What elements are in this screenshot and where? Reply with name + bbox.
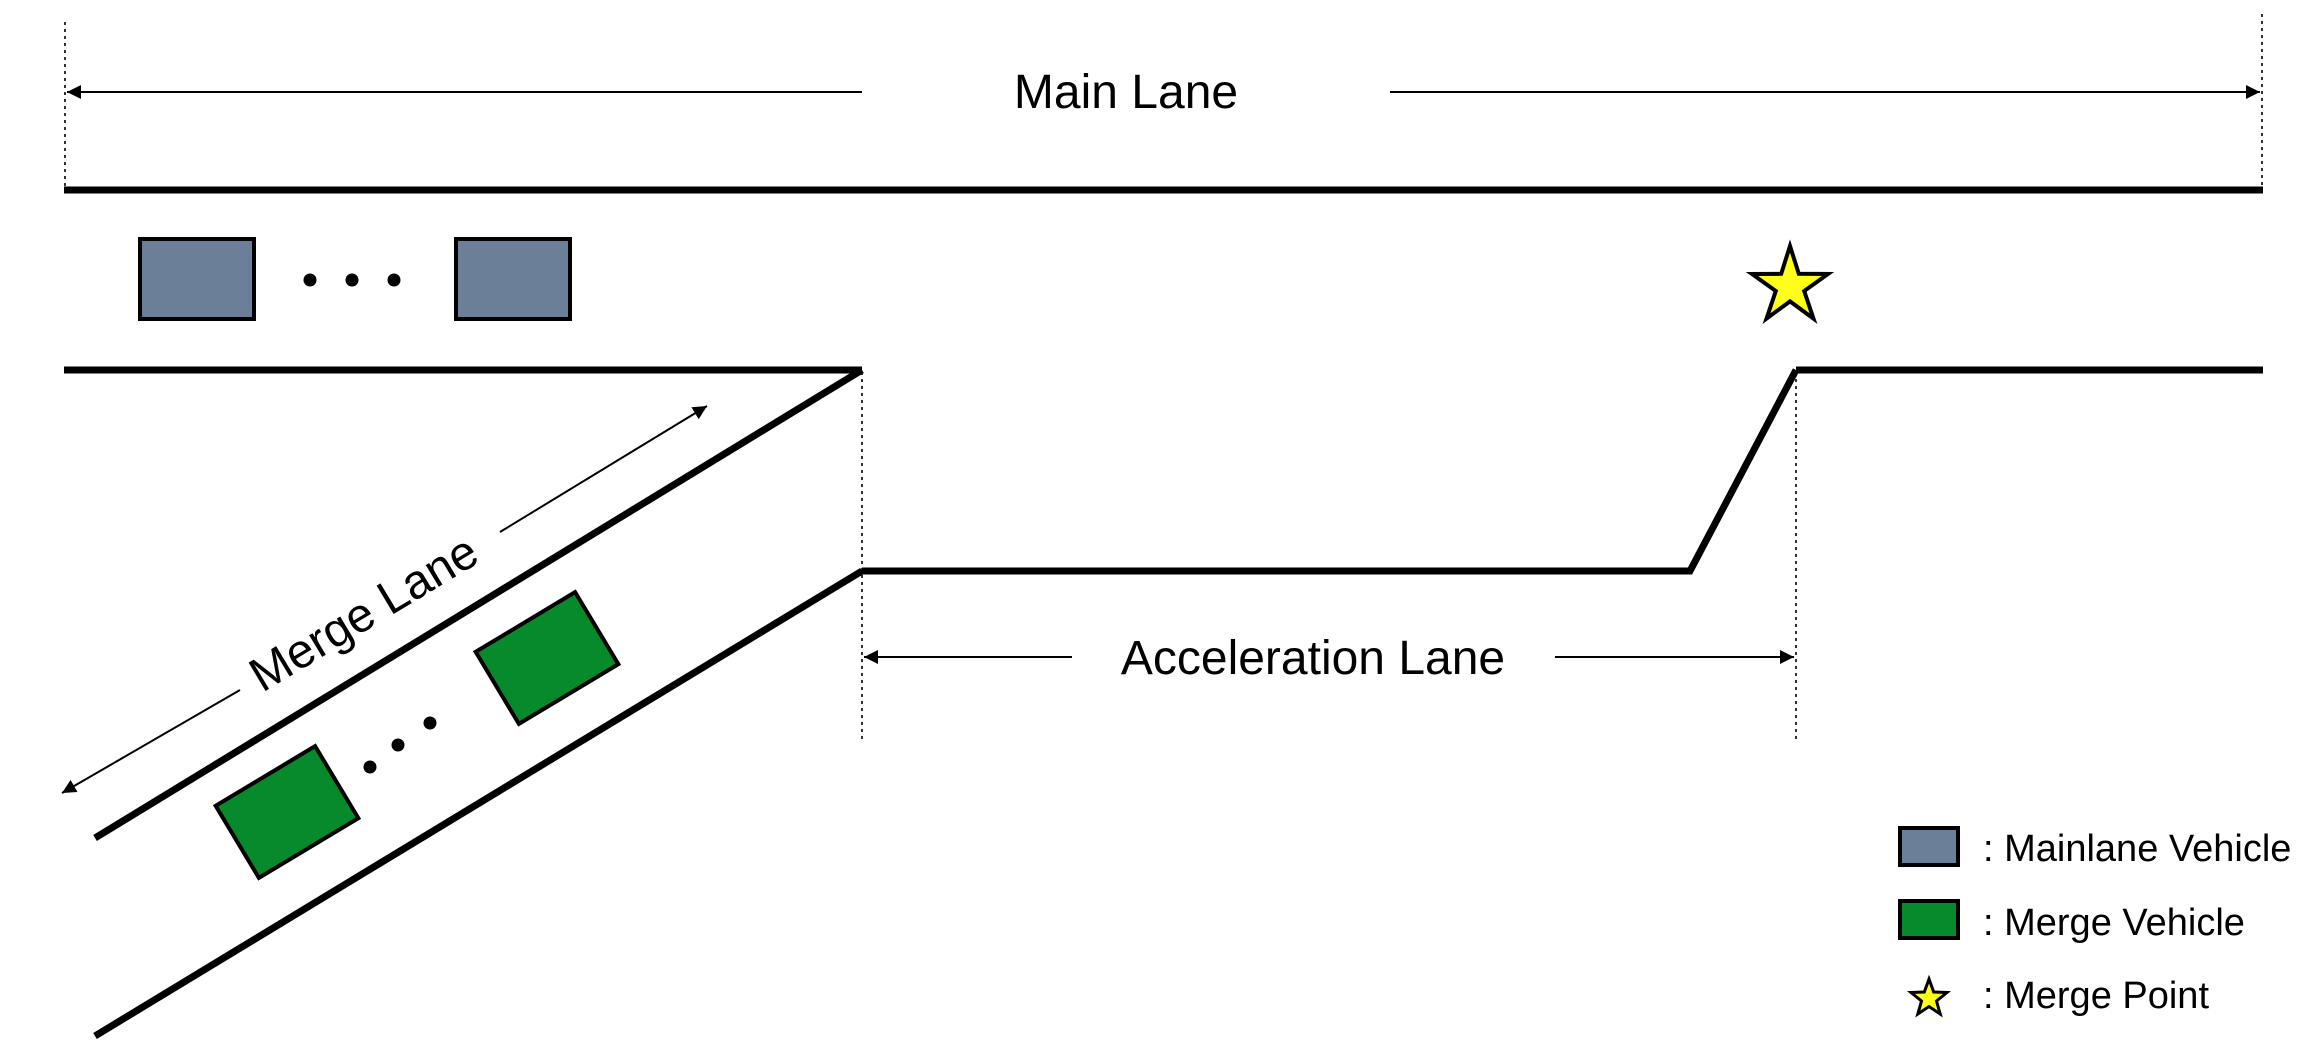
merge-lane-arrow-up [499, 405, 708, 533]
road-boundaries [64, 186, 2263, 1039]
star-icon [1745, 239, 1835, 324]
ellipsis-icon [303, 273, 401, 287]
merge-point [1745, 239, 1835, 324]
acceleration-lane-label: Acceleration Lane [1121, 632, 1505, 685]
merge-vehicles [212, 589, 622, 881]
mainlane-vehicle [138, 237, 256, 321]
legend-merge-point-label: : Merge Point [1983, 975, 2209, 1017]
acceleration-lane-edge [862, 368, 1800, 575]
legend-merge-swatch [1898, 899, 1960, 940]
merge-lane-upper-edge [93, 367, 864, 841]
mainlane-vehicles [138, 237, 572, 321]
legend-mainlane-swatch [1898, 826, 1960, 867]
merge-lane-arrow-down [61, 689, 241, 794]
main-lane-dimension: Main Lane [67, 66, 2260, 119]
legend-mainlane-label: : Mainlane Vehicle [1983, 828, 2291, 870]
acceleration-lane-dimension: Acceleration Lane [864, 632, 1794, 685]
mainlane-vehicle [454, 237, 572, 321]
star-icon [1906, 974, 1952, 1018]
ellipsis-icon [363, 716, 437, 774]
legend: : Mainlane Vehicle : Merge Vehicle : Mer… [1898, 826, 2291, 1018]
merge-vehicle [472, 589, 622, 727]
guide-lines [64, 14, 2263, 740]
merge-vehicle [212, 743, 362, 881]
merge-lane-lower-edge [93, 568, 864, 1039]
merge-lane-dimension: Merge Lane [61, 405, 708, 794]
main-lane-label: Main Lane [1014, 66, 1238, 119]
legend-merge-label: : Merge Vehicle [1983, 902, 2245, 944]
